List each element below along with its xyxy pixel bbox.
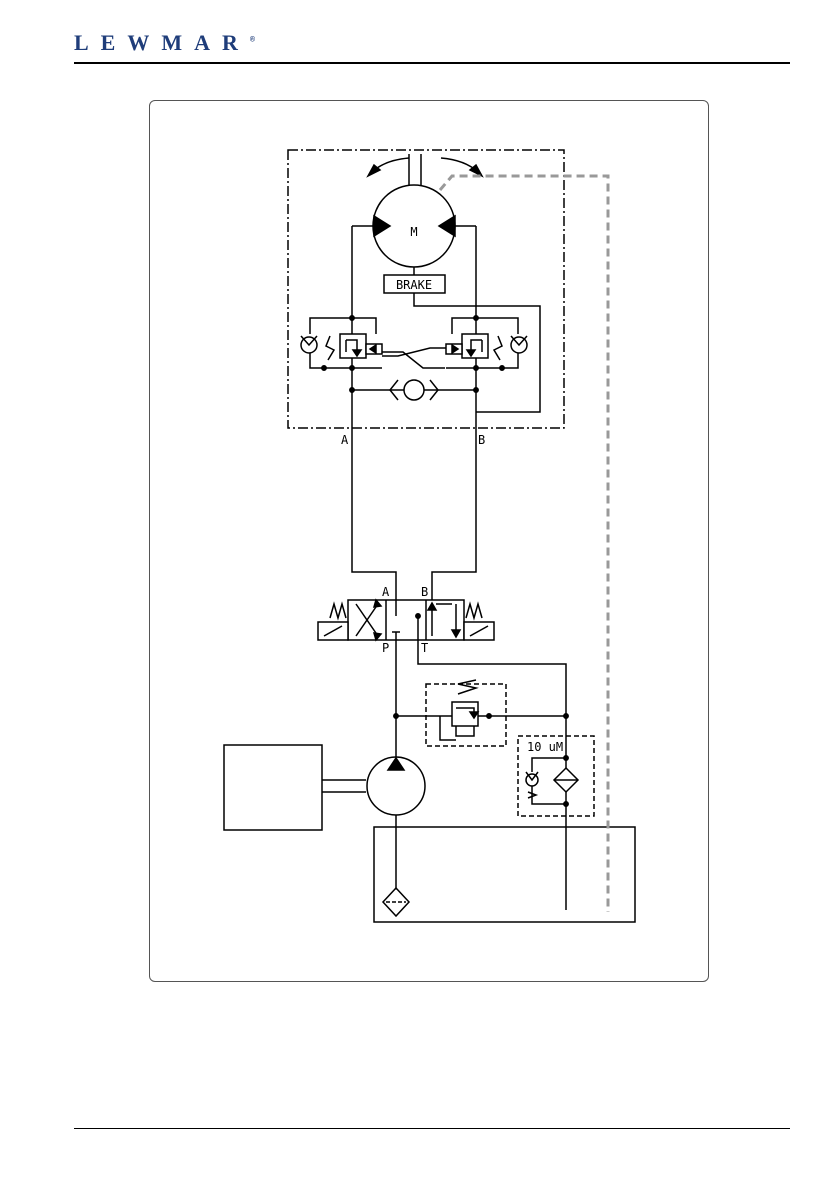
reservoir-tank bbox=[374, 827, 635, 922]
hydraulic-motor: M bbox=[373, 185, 455, 267]
brake-label: BRAKE bbox=[396, 278, 432, 292]
brake-box: BRAKE bbox=[384, 275, 445, 293]
valve-port-p-label: P bbox=[382, 641, 389, 655]
relief-valve bbox=[440, 680, 478, 740]
counterbalance-valve-left bbox=[301, 318, 446, 368]
motor-port-a-label: A bbox=[341, 433, 349, 447]
line-b bbox=[432, 420, 476, 600]
hydraulic-pump bbox=[367, 757, 425, 815]
directional-control-valve bbox=[318, 600, 494, 640]
shuttle-valve bbox=[352, 380, 476, 400]
valve-port-b-label: B bbox=[421, 585, 428, 599]
electric-motor-box bbox=[224, 745, 322, 830]
return-line bbox=[418, 640, 566, 910]
return-filter bbox=[526, 758, 578, 804]
motor-label: M bbox=[410, 225, 417, 239]
motor-port-b-label: B bbox=[478, 433, 485, 447]
valve-port-t-label: T bbox=[421, 641, 428, 655]
suction-strainer bbox=[383, 888, 409, 916]
valve-port-a-label: A bbox=[382, 585, 390, 599]
brake-drain-line bbox=[440, 176, 608, 912]
counterbalance-valve-right bbox=[446, 318, 527, 368]
filter-rating: 10 uM bbox=[527, 740, 563, 754]
rotation-arrows bbox=[368, 154, 482, 186]
